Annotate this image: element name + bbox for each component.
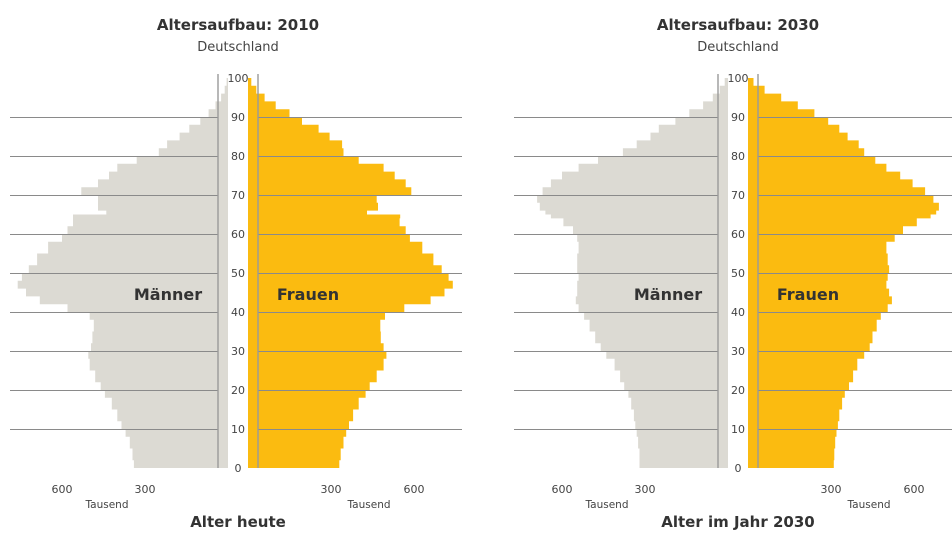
- chart-title: Altersaufbau: 2010: [157, 16, 319, 34]
- age-tick-80: 80: [731, 150, 745, 163]
- label-maenner: Männer: [634, 285, 702, 304]
- pyramid-panel-1: 0 10 20 30 40 50 60 70 80 90 100 Altersaufbau: 2030…: [514, 16, 952, 531]
- age-tick-50: 50: [231, 267, 245, 280]
- label-frauen: Frauen: [277, 285, 339, 304]
- age-tick-100: 100: [228, 72, 249, 85]
- x-unit-left: Tausend: [584, 499, 628, 511]
- x-unit-right: Tausend: [347, 499, 391, 511]
- age-tick-30: 30: [231, 345, 245, 358]
- x-tick-0: 600: [51, 483, 72, 496]
- age-tick-80: 80: [231, 150, 245, 163]
- age-tick-30: 30: [731, 345, 745, 358]
- age-tick-10: 10: [731, 423, 745, 436]
- age-tick-10: 10: [231, 423, 245, 436]
- age-tick-40: 40: [731, 306, 745, 319]
- chart-title: Altersaufbau: 2030: [657, 16, 819, 34]
- age-tick-90: 90: [231, 111, 245, 124]
- label-frauen: Frauen: [777, 285, 839, 304]
- age-tick-20: 20: [731, 384, 745, 397]
- x-tick-2: 300: [321, 483, 342, 496]
- chart-subtitle: Deutschland: [697, 40, 779, 55]
- age-tick-20: 20: [231, 384, 245, 397]
- x-axis-title: Alter heute: [190, 513, 286, 531]
- age-tick-70: 70: [231, 189, 245, 202]
- age-tick-90: 90: [731, 111, 745, 124]
- label-maenner: Männer: [134, 285, 202, 304]
- x-unit-left: Tausend: [84, 499, 128, 511]
- age-tick-70: 70: [731, 189, 745, 202]
- x-tick-3: 600: [904, 483, 925, 496]
- x-tick-3: 600: [404, 483, 425, 496]
- age-tick-50: 50: [731, 267, 745, 280]
- x-axis-title: Alter im Jahr 2030: [661, 513, 814, 531]
- age-tick-40: 40: [231, 306, 245, 319]
- age-tick-0: 0: [235, 462, 242, 475]
- x-tick-1: 300: [134, 483, 155, 496]
- age-tick-0: 0: [735, 462, 742, 475]
- chart-subtitle: Deutschland: [197, 40, 279, 55]
- age-tick-100: 100: [728, 72, 749, 85]
- x-tick-2: 300: [821, 483, 842, 496]
- x-unit-right: Tausend: [847, 499, 891, 511]
- x-tick-0: 600: [551, 483, 572, 496]
- age-tick-60: 60: [231, 228, 245, 241]
- x-tick-1: 300: [634, 483, 655, 496]
- age-tick-60: 60: [731, 228, 745, 241]
- pyramid-panel-0: 0 10 20 30 40 50 60 70 80 90 100 Altersaufbau: 2010…: [10, 16, 462, 531]
